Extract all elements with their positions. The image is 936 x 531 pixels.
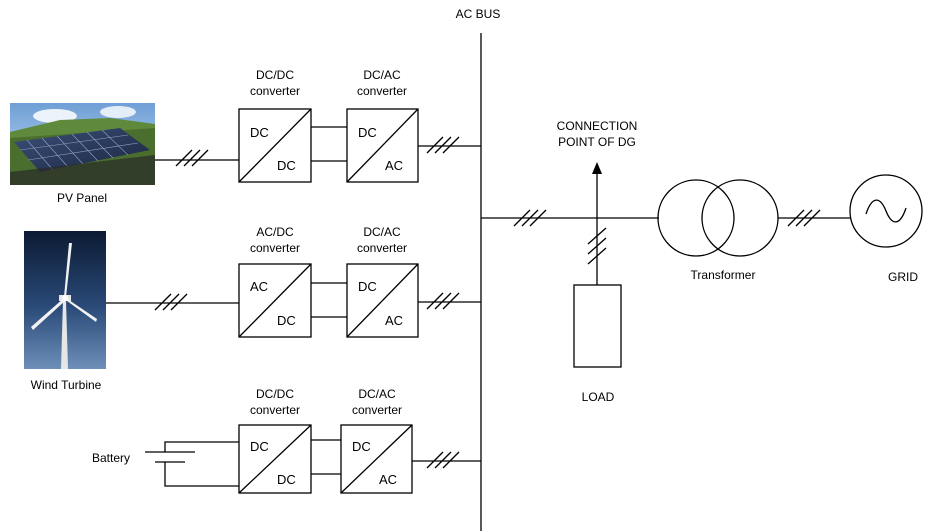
row2-dcac-converter: DC/AC converter DC AC [346,225,419,338]
transformer-symbol [657,179,779,257]
converter-input: AC [250,279,268,294]
converter-input: DC [352,439,371,454]
grid-label: GRID [888,270,918,284]
grid-feeder-hatch [787,209,821,227]
pv-panel-image [10,103,155,185]
transformer-label: Transformer [691,268,756,282]
converter-subtitle: converter [250,403,300,417]
converter-output: DC [277,472,296,487]
converter-output: DC [277,313,296,328]
converter-input: DC [358,125,377,140]
row3-dcac-converter: DC/AC converter DC AC [340,387,413,494]
converter-input: DC [250,125,269,140]
converter-title: DC/DC [256,68,294,82]
converter-title: DC/AC [363,68,401,82]
converter-input: DC [358,279,377,294]
converter-output: AC [385,313,403,328]
sine-wave-icon [865,199,907,223]
grid-source-symbol [849,174,923,248]
converter-subtitle: converter [357,84,407,98]
battery-label: Battery [92,451,130,465]
converter-title: DC/DC [256,387,294,401]
arrow-head-icon [592,162,602,174]
wind-turbine-label: Wind Turbine [31,378,102,392]
load-feeder-hatch [587,227,607,265]
load-box [573,284,622,368]
converter-subtitle: converter [250,84,300,98]
row1-bus-hatch [426,136,460,154]
battery-symbol [145,441,239,487]
converter-subtitle: converter [357,241,407,255]
connection-point-label-line1: CONNECTION [557,119,638,133]
converter-subtitle: converter [250,241,300,255]
row2-bus-hatch [426,292,460,310]
row3-dcdc-converter: DC/DC converter DC DC [238,387,312,494]
row1-dcac-converter: DC/AC converter DC AC [346,68,419,183]
converter-input: DC [250,439,269,454]
ac-bus-label: AC BUS [456,7,501,21]
converter-output: AC [379,472,397,487]
converter-output: AC [385,158,403,173]
converter-output: DC [277,158,296,173]
converter-title: DC/AC [358,387,396,401]
pv-panel-label: PV Panel [57,191,107,205]
row2-acdc-converter: AC/DC converter AC DC [238,225,312,338]
converter-subtitle: converter [352,403,402,417]
converter-title: AC/DC [256,225,294,239]
main-feeder-hatch [513,209,547,227]
connection-point-label-line2: POINT OF DG [558,135,636,149]
row3-bus-hatch [426,451,460,469]
load-label: LOAD [582,390,615,404]
wind-feeder-hatch [154,293,188,311]
converter-title: DC/AC [363,225,401,239]
row1-dcdc-converter: DC/DC converter DC DC [238,68,312,183]
pv-feeder-hatch [175,149,209,167]
wind-turbine-image [24,231,106,369]
